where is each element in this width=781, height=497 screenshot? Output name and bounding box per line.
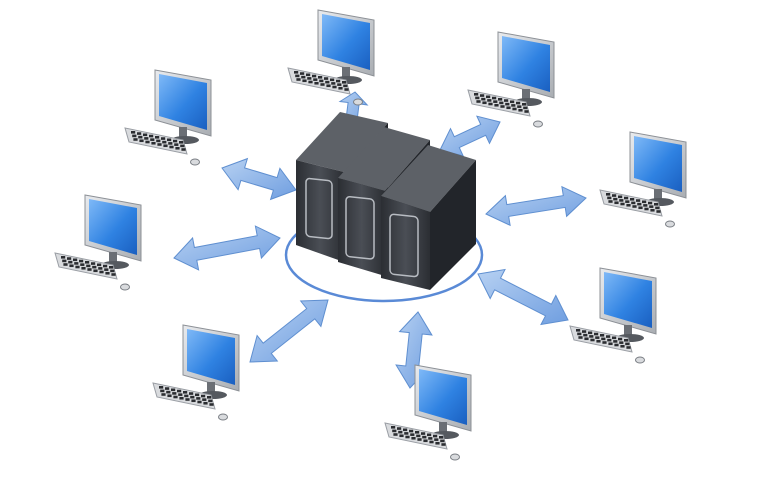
mouse xyxy=(666,221,675,227)
client-computer-3 xyxy=(125,70,211,165)
double-arrow-1 xyxy=(222,159,296,200)
keyboard xyxy=(570,326,632,352)
keyboard xyxy=(55,253,117,279)
keyboard xyxy=(125,128,187,154)
mouse xyxy=(191,159,200,165)
mouse xyxy=(121,284,130,290)
double-arrow-3 xyxy=(250,300,328,362)
mouse xyxy=(636,357,645,363)
keyboard xyxy=(153,383,215,409)
mouse xyxy=(354,99,363,105)
keyboard xyxy=(288,68,350,94)
client-computer-5 xyxy=(55,195,141,290)
client-computer-4 xyxy=(600,132,686,227)
client-computer-2 xyxy=(468,32,554,127)
mouse xyxy=(451,454,460,460)
client-computer-7 xyxy=(153,325,239,420)
keyboard xyxy=(468,90,530,116)
double-arrow-2 xyxy=(174,226,280,270)
client-computer-1 xyxy=(288,10,374,105)
mouse xyxy=(219,414,228,420)
keyboard xyxy=(385,423,447,449)
double-arrow-7 xyxy=(478,270,568,325)
keyboard xyxy=(600,190,662,216)
client-computer-6 xyxy=(570,268,656,363)
client-computer-8 xyxy=(385,365,471,460)
double-arrow-6 xyxy=(486,187,586,226)
double-arrow-5 xyxy=(440,116,500,156)
mouse xyxy=(534,121,543,127)
